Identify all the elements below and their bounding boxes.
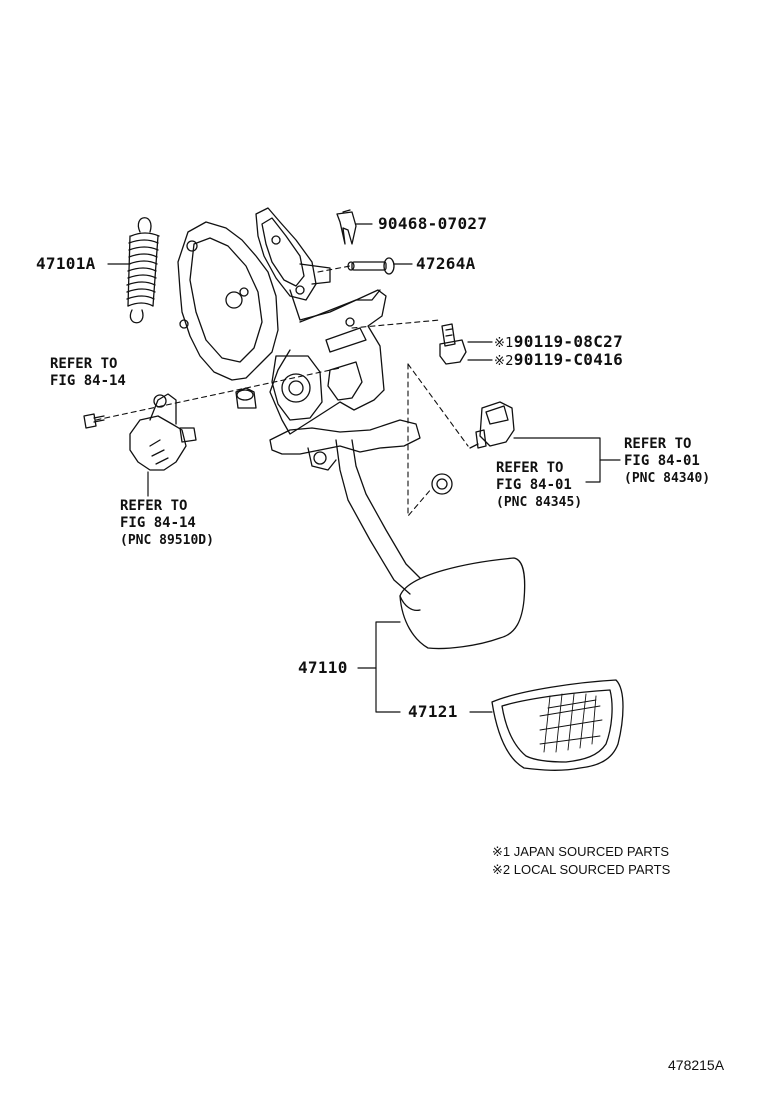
pedal-bracket — [177, 207, 421, 471]
return-spring — [126, 217, 160, 324]
pedal-position-sensor — [83, 393, 197, 471]
stop-lamp-switch — [469, 401, 515, 449]
part-number-90119-C0416: ※290119-C0416 — [494, 350, 624, 369]
part-number-47110: 47110 — [298, 658, 348, 677]
bolt-part — [439, 323, 467, 365]
leader-lines — [107, 223, 621, 713]
japan-mark: ※1 — [494, 336, 514, 351]
part-number-47101A: 47101A — [36, 254, 96, 273]
dashed-guides — [95, 265, 469, 517]
part-number-47264A: 47264A — [416, 254, 476, 273]
brake-pedal-arm — [335, 439, 526, 650]
clip-part — [336, 209, 357, 245]
pedal-pad — [491, 679, 624, 771]
local-mark: ※2 — [494, 354, 514, 369]
legend-local-sourced: ※2 LOCAL SOURCED PARTS — [492, 862, 671, 877]
pin-part — [347, 257, 395, 275]
legend: ※1 JAPAN SOURCED PARTS ※2 LOCAL SOURCED P… — [492, 843, 670, 879]
switch-retainer — [431, 473, 453, 495]
legend-japan-sourced: ※1 JAPAN SOURCED PARTS — [492, 844, 670, 859]
drawing-code: 478215A — [668, 1057, 725, 1073]
part-number-90119-08C27: ※190119-08C27 — [494, 332, 624, 351]
part-number-47121: 47121 — [408, 702, 458, 721]
part-number-90468-07027: 90468-07027 — [378, 214, 488, 233]
